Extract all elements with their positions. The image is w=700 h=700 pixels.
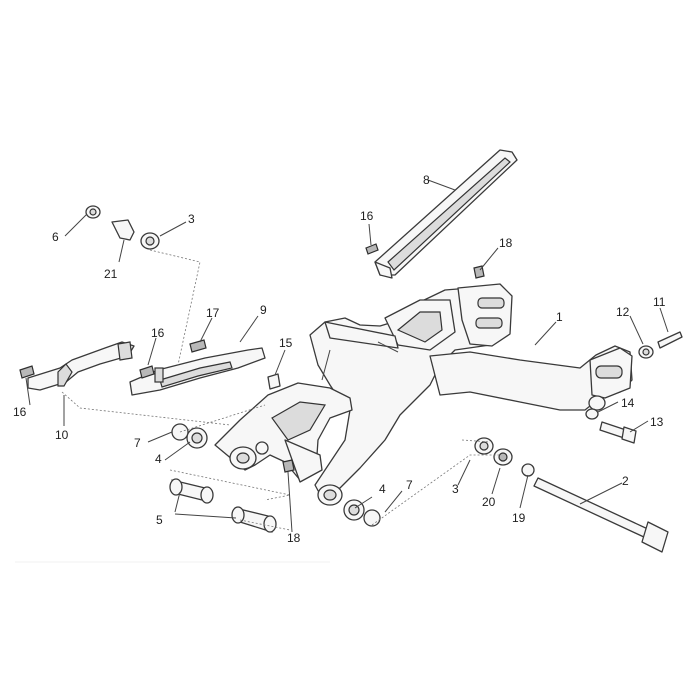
bushings-5 [169,478,277,533]
callout-6: 6 [52,230,59,244]
callout-8: 8 [423,173,430,187]
callout-4-right: 4 [379,482,386,496]
callout-18-bottom: 18 [287,531,301,545]
callout-20: 20 [482,495,496,509]
callout-11: 11 [653,295,666,309]
callout-3-bottom: 3 [452,482,459,496]
callout-16-top: 16 [360,209,374,223]
nut-18-bottom [282,459,295,473]
callout-9: 9 [260,303,267,317]
nut-hole [642,348,650,356]
callout-1: 1 [556,310,563,324]
callout-leaders [25,179,669,533]
callout-15: 15 [279,336,293,350]
swingarm [309,283,633,506]
callout-7-right: 7 [406,478,413,492]
bearing-4-left-hole [191,432,203,444]
callout-13: 13 [650,415,664,429]
washer-19 [521,463,535,477]
protection-plate [129,347,266,396]
nut-18-top [473,265,485,279]
side-bracket [27,341,135,391]
callout-21: 21 [104,267,118,281]
adjuster-bolt [599,421,637,444]
callout-10: 10 [55,428,69,442]
callout-16-mid: 16 [151,326,165,340]
callout-labels: 1 2 3 3 4 4 5 6 7 7 8 9 10 11 12 13 14 1… [13,173,666,545]
callout-14: 14 [621,396,635,410]
spacer-20-hole [498,452,508,462]
callout-19: 19 [512,511,526,525]
seal-7-right [363,509,381,527]
bolt-16-left [19,365,35,379]
nut-6-hole [89,208,97,216]
pivot-axle-bolt [533,477,669,553]
bushing-21 [111,219,135,241]
linkage-bracket [214,382,353,483]
assembly-guide-lines [61,249,500,531]
callout-16-left: 16 [13,405,27,419]
callout-2: 2 [622,474,629,488]
callout-7-left: 7 [134,436,141,450]
callout-3-top: 3 [188,212,195,226]
washer-3-left-hole [145,236,155,246]
callout-5: 5 [156,513,163,527]
callout-18-top: 18 [499,236,513,250]
bolt-16-mid [139,365,155,379]
callout-12: 12 [616,305,630,319]
chain-slider [374,149,518,279]
callout-17: 17 [206,306,220,320]
washer [585,408,599,420]
bolt-15 [267,373,281,390]
callout-4-left: 4 [155,452,162,466]
bolt-17 [189,339,207,353]
washer-3-right-hole [479,441,489,451]
bolt-16-top [365,243,379,255]
small-bolt [657,331,683,349]
